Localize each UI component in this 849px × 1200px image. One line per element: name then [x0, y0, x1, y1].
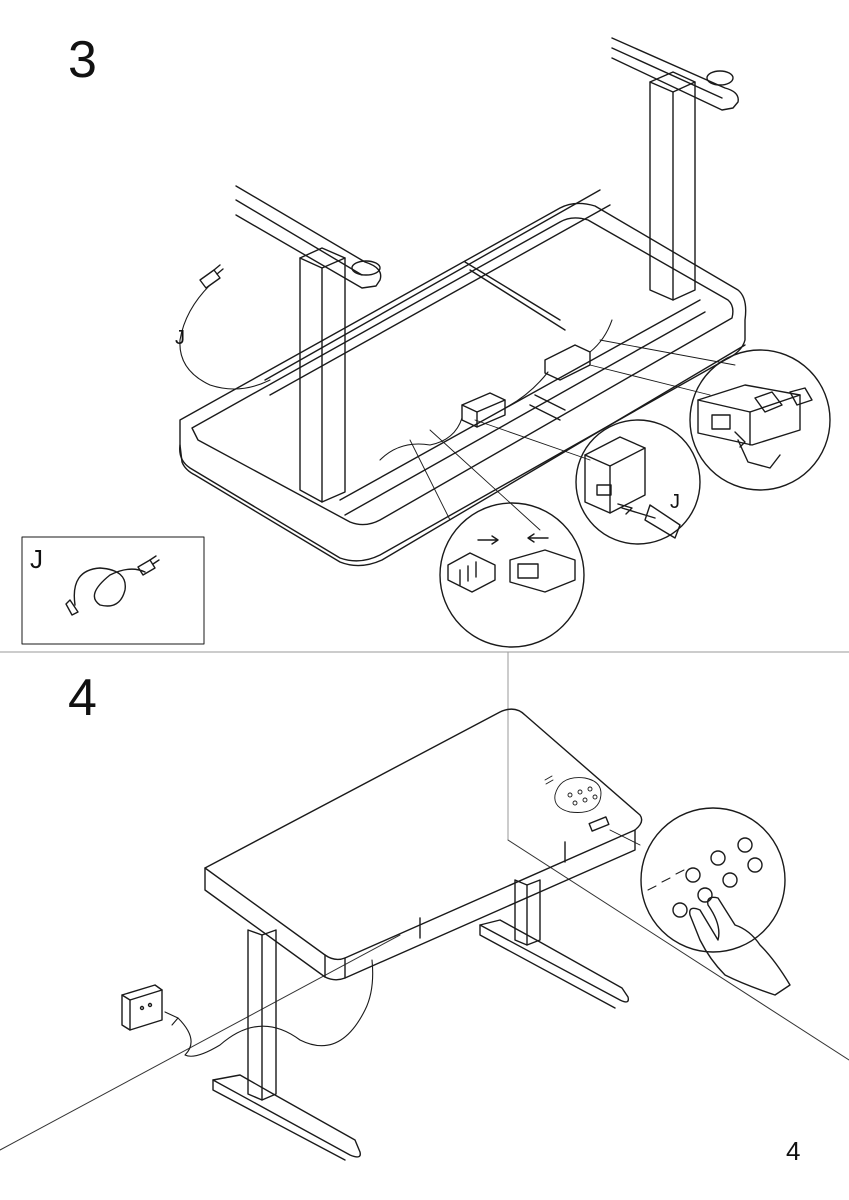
- part-j-legend-box: [21, 536, 205, 645]
- step-3-number: 3: [68, 31, 97, 89]
- cable-label-j-step3: J: [175, 327, 185, 349]
- page-number: 4: [786, 1136, 801, 1166]
- desk-leg-right: [479, 879, 630, 1009]
- cables: [179, 284, 613, 461]
- leader-lines: [409, 339, 736, 531]
- control-panel-detail: [609, 807, 791, 996]
- step-4-illustration: [0, 708, 849, 1161]
- step-divider: [0, 651, 849, 841]
- detail-circle-ports: [689, 349, 831, 491]
- detail-circle-connector: [439, 502, 585, 648]
- leg-left: [235, 185, 382, 503]
- control-box: [461, 344, 591, 428]
- desktop-underside: [179, 189, 747, 567]
- legend-label-j: J: [30, 544, 43, 574]
- desk-touch-panel: [544, 775, 602, 813]
- detail-circle-power-inlet: [575, 419, 701, 545]
- leg-right: [611, 37, 739, 301]
- step-4-number: 4: [68, 669, 97, 727]
- power-cord: [164, 959, 374, 1057]
- room-floor-lines: [0, 839, 849, 1151]
- step-3-illustration: [21, 37, 831, 648]
- cable-label-j-detail: J: [670, 491, 680, 513]
- desk-top: [204, 708, 643, 981]
- power-plug-j: [199, 264, 224, 289]
- wall-socket: [121, 984, 163, 1031]
- desk-leg-left: [212, 929, 361, 1161]
